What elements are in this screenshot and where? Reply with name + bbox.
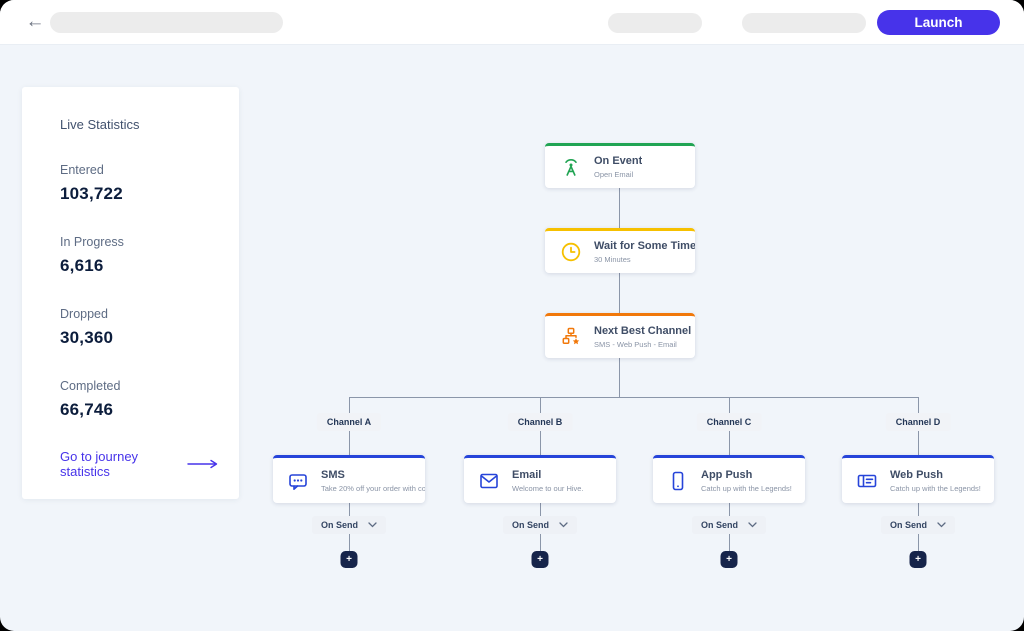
node-title: App Push: [701, 468, 753, 481]
stats-panel-title: Live Statistics: [60, 117, 140, 132]
channel-b-tag: Channel B: [507, 413, 573, 431]
long-arrow-right-icon: [187, 459, 218, 469]
topbar-skeleton-2: [742, 13, 866, 33]
node-subtitle: Catch up with the Legends!: [701, 483, 792, 493]
node-subtitle: SMS - Web Push - Email: [594, 340, 677, 349]
on-send-label: On Send: [889, 520, 928, 530]
on-send-dropdown[interactable]: On Send: [311, 516, 387, 534]
flow-node-email[interactable]: Email Welcome to our Hive.: [464, 455, 616, 503]
node-title: Email: [512, 468, 542, 481]
node-subtitle: 30 Minutes: [594, 255, 631, 264]
chevron-down-icon: [559, 522, 568, 528]
add-step-button[interactable]: +: [909, 551, 927, 568]
clock-icon: [558, 239, 584, 265]
flow-node-sms[interactable]: SMS Take 20% off your order with code ..…: [273, 455, 425, 503]
topbar: ← Launch: [0, 0, 1024, 45]
stat-label: Dropped: [60, 307, 108, 321]
stat-entered: Entered 103,722: [60, 163, 219, 204]
stat-label: Entered: [60, 163, 104, 177]
hierarchy-star-icon: [558, 324, 584, 350]
node-subtitle: Welcome to our Hive.: [512, 483, 584, 493]
node-title: Next Best Channel: [594, 325, 692, 337]
stat-value: 66,746: [60, 400, 114, 419]
back-button[interactable]: ←: [24, 11, 46, 33]
arrow-left-icon: ←: [25, 11, 45, 32]
node-title: Web Push: [890, 468, 943, 481]
node-title: SMS: [321, 468, 345, 481]
stat-label: Completed: [60, 379, 121, 393]
connector: [619, 273, 620, 313]
stat-value: 103,722: [60, 184, 123, 203]
flow-node-on-event[interactable]: On Event Open Email: [545, 143, 695, 188]
on-send-label: On Send: [320, 520, 359, 530]
journey-statistics-link[interactable]: Go to journey statistics: [60, 449, 219, 479]
node-subtitle: Take 20% off your order with code ...: [321, 483, 425, 493]
chevron-down-icon: [748, 522, 757, 528]
stat-value: 6,616: [60, 256, 104, 275]
on-send-label: On Send: [700, 520, 739, 530]
sms-icon: [285, 468, 311, 494]
stat-completed: Completed 66,746: [60, 379, 219, 420]
stat-dropped: Dropped 30,360: [60, 307, 219, 348]
node-title: Wait for Some Time: [594, 240, 695, 252]
chevron-down-icon: [368, 522, 377, 528]
flow-node-next-best-channel[interactable]: Next Best Channel SMS - Web Push - Email: [545, 313, 695, 358]
journey-title-skeleton: [50, 12, 283, 33]
on-send-dropdown[interactable]: On Send: [880, 516, 956, 534]
antenna-icon: [558, 154, 584, 180]
live-statistics-panel: Live Statistics Entered 103,722 In Progr…: [22, 87, 239, 499]
flow-node-web-push[interactable]: Web Push Catch up with the Legends!: [842, 455, 994, 503]
add-step-button[interactable]: +: [340, 551, 358, 568]
channel-a-tag: Channel A: [316, 413, 382, 431]
on-send-dropdown[interactable]: On Send: [502, 516, 578, 534]
branch-connector: [349, 397, 918, 398]
node-title: On Event: [594, 155, 643, 167]
flow-node-app-push[interactable]: App Push Catch up with the Legends!: [653, 455, 805, 503]
add-step-button[interactable]: +: [531, 551, 549, 568]
stat-label: In Progress: [60, 235, 124, 249]
connector: [619, 188, 620, 228]
launch-button[interactable]: Launch: [877, 10, 1000, 35]
web-push-icon: [854, 468, 880, 494]
channel-d-tag: Channel D: [885, 413, 951, 431]
add-step-button[interactable]: +: [720, 551, 738, 568]
topbar-skeleton-1: [608, 13, 702, 33]
on-send-label: On Send: [511, 520, 550, 530]
app-push-icon: [665, 468, 691, 494]
connector: [619, 358, 620, 397]
stat-value: 30,360: [60, 328, 114, 347]
chevron-down-icon: [937, 522, 946, 528]
node-subtitle: Open Email: [594, 170, 634, 179]
email-icon: [476, 468, 502, 494]
node-subtitle: Catch up with the Legends!: [890, 483, 981, 493]
journey-statistics-link-label: Go to journey statistics: [60, 449, 139, 479]
flow-node-wait[interactable]: Wait for Some Time 30 Minutes: [545, 228, 695, 273]
on-send-dropdown[interactable]: On Send: [691, 516, 767, 534]
channel-c-tag: Channel C: [696, 413, 762, 431]
stat-in-progress: In Progress 6,616: [60, 235, 219, 276]
